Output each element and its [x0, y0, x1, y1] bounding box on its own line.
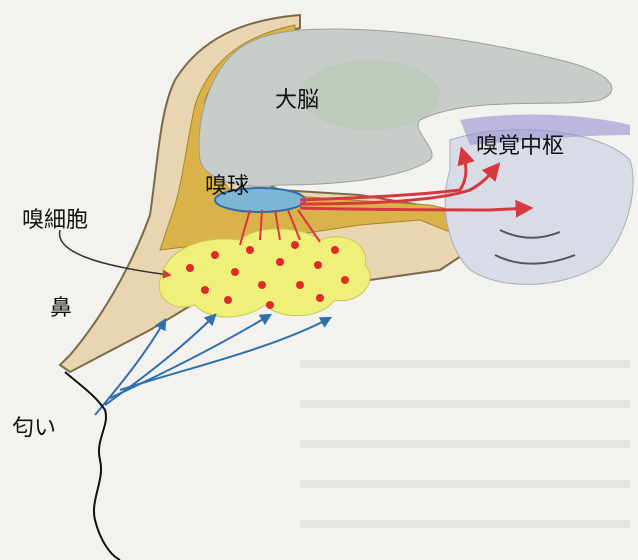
odor-label: 匂い: [12, 410, 56, 442]
olfactory-bulb-label: 嗅球: [205, 168, 249, 200]
background-texture: [300, 360, 630, 528]
olfactory-cells-label: 嗅細胞: [22, 202, 88, 234]
neural-path-lower: [300, 208, 530, 210]
cerebrum-tint: [300, 60, 440, 130]
nose-label: 鼻: [50, 290, 72, 322]
cerebrum-label: 大脳: [275, 82, 319, 114]
olfactory-center-label: 嗅覚中枢: [476, 128, 564, 160]
